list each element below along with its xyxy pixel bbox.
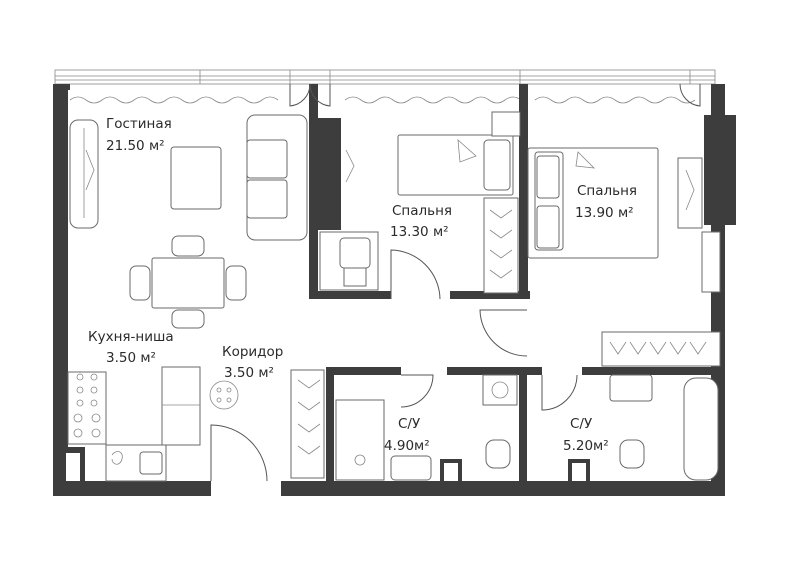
bedroom2-area: 13.90 м² bbox=[575, 205, 634, 221]
bathroom2-area: 5.20м² bbox=[563, 438, 609, 454]
bathroom1-fixtures bbox=[335, 374, 518, 481]
doors bbox=[210, 83, 701, 482]
bathroom2-name: С/У bbox=[570, 416, 592, 432]
interior-walls bbox=[60, 84, 711, 481]
living-room-name: Гостиная bbox=[106, 116, 172, 132]
corridor-name: Коридор bbox=[222, 344, 283, 360]
bedroom1-furniture bbox=[319, 111, 521, 294]
kitchen-area: 3.50 м² bbox=[106, 350, 156, 366]
window-strip bbox=[54, 69, 716, 104]
bathroom2-fixtures bbox=[609, 374, 719, 481]
bedroom1-area: 13.30 м² bbox=[390, 224, 449, 240]
corridor-furniture bbox=[209, 369, 325, 479]
living-room-area: 21.50 м² bbox=[106, 138, 165, 154]
bedroom1-name: Спальня bbox=[392, 203, 452, 219]
kitchen-furniture bbox=[67, 366, 201, 482]
corridor-area: 3.50 м² bbox=[224, 365, 274, 381]
living-room-furniture bbox=[69, 114, 308, 329]
bedroom2-furniture bbox=[527, 147, 721, 367]
kitchen-name: Кухня-ниша bbox=[88, 329, 174, 345]
bathroom1-area: 4.90м² bbox=[384, 438, 430, 454]
bedroom2-name: Спальня bbox=[577, 183, 637, 199]
bathroom1-name: С/У bbox=[398, 416, 420, 432]
